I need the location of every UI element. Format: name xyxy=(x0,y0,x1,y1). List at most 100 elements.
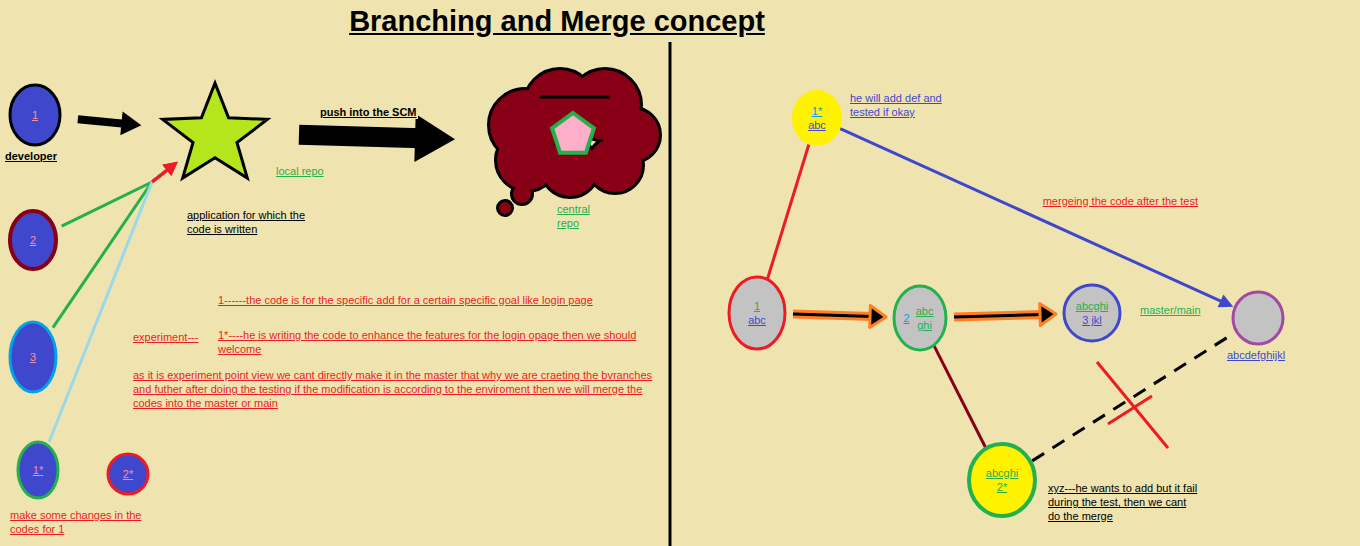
cloud-line xyxy=(540,96,610,99)
node-outline xyxy=(792,90,842,146)
connector-line xyxy=(934,345,986,448)
node-caption: developer xyxy=(5,149,75,163)
cloud-fill xyxy=(497,130,557,190)
diagram-title: Branching and Merge concept xyxy=(349,4,765,38)
node-label: 2* xyxy=(997,480,1007,494)
node-label: abcghi xyxy=(1076,299,1108,313)
node-label: 2* xyxy=(123,467,133,481)
developer-circle: 2 xyxy=(10,211,56,269)
node-body xyxy=(485,70,660,215)
merged-commit: abcdefghijkl xyxy=(1233,292,1283,344)
connector-line xyxy=(954,314,1042,317)
star-shape xyxy=(163,83,268,178)
node-body: 1* xyxy=(18,442,58,498)
repo-pentagon xyxy=(552,113,594,153)
master-commit: 1abc xyxy=(729,277,785,349)
connector-line xyxy=(1032,334,1233,461)
node-body xyxy=(160,80,270,185)
connector-core xyxy=(793,314,872,316)
connector-line xyxy=(152,169,169,182)
circle-shape xyxy=(18,442,58,498)
note-text: 1*----he is writing the code to enhance … xyxy=(218,328,643,356)
node-body: 1abc xyxy=(729,277,785,349)
node-outline xyxy=(729,277,785,349)
node-body: 1 xyxy=(10,85,60,145)
cloud-outline xyxy=(497,130,557,190)
connector xyxy=(934,345,986,448)
connector xyxy=(53,162,178,328)
connector-core xyxy=(954,314,1042,317)
node-label: 2 xyxy=(30,233,36,247)
connector xyxy=(62,162,178,226)
node-caption: abcdefghijkl xyxy=(1227,348,1307,362)
node-caption: central repo xyxy=(557,202,612,230)
note-text: experiment--- xyxy=(133,330,213,344)
node-outline xyxy=(485,70,660,215)
connector-line xyxy=(767,144,809,279)
node-label: 2 xyxy=(903,311,909,325)
connector xyxy=(793,305,886,327)
connector xyxy=(840,129,1233,308)
node-label: 3 jkl xyxy=(1082,313,1102,327)
note-text: master/main xyxy=(1140,303,1220,317)
cloud-outline xyxy=(499,202,511,214)
node-outline xyxy=(894,286,946,350)
master-commit: 2abc ghi xyxy=(894,286,946,350)
node-outline xyxy=(160,80,270,185)
local-repo-star: local repoapplication for which the code… xyxy=(160,80,270,185)
arrowhead xyxy=(1218,295,1234,308)
node-label: abcghi xyxy=(986,466,1018,480)
connector-line xyxy=(53,169,169,328)
node-body: 2* xyxy=(108,454,148,494)
note-text: xyz---he wants to add but it fail during… xyxy=(1048,481,1198,523)
node-body: 3 xyxy=(10,322,56,392)
arrowhead xyxy=(870,305,886,327)
circle-shape xyxy=(10,322,56,392)
node-label: abc xyxy=(748,313,766,327)
cloud-fill xyxy=(513,185,531,203)
connector xyxy=(954,304,1056,326)
node-body: 1*abc xyxy=(792,90,842,146)
cross-mark xyxy=(1097,362,1168,448)
circle-shape xyxy=(729,277,785,349)
node-label: 1* xyxy=(812,104,822,118)
node-body: abcghi2* xyxy=(969,444,1035,516)
cloud-fill xyxy=(499,202,511,214)
connector-line xyxy=(152,169,169,182)
circle-shape xyxy=(10,211,56,269)
arrowhead xyxy=(120,111,141,135)
connector-label: mergeing the code after the test xyxy=(1042,194,1199,208)
arrowhead xyxy=(414,114,455,162)
node-body: 2 xyxy=(10,211,56,269)
connector xyxy=(78,111,142,135)
circle-shape xyxy=(10,85,60,145)
arrowhead xyxy=(1040,304,1056,326)
node-label: 1 xyxy=(32,108,38,122)
developer-circle: 1* xyxy=(18,442,58,498)
circle-shape xyxy=(792,90,842,146)
circle-shape xyxy=(1064,285,1120,341)
connector-line xyxy=(152,169,169,182)
node-body xyxy=(1233,292,1283,344)
developer-circle: 2* xyxy=(108,454,148,494)
connector xyxy=(767,144,809,279)
circle-shape xyxy=(1233,292,1283,344)
node-label: 3 xyxy=(30,350,36,364)
connector-line xyxy=(840,129,1222,302)
note-text: he will add def and tested if okay xyxy=(850,91,965,119)
connector-line xyxy=(78,119,125,124)
connector-line xyxy=(793,314,872,316)
node-label: 1 xyxy=(754,299,760,313)
arrowhead xyxy=(163,162,178,176)
connector xyxy=(1032,334,1233,461)
node-caption: application for which the code is writte… xyxy=(187,208,309,236)
branch-commit: abcghi2* xyxy=(969,444,1035,516)
note-text: 1------the code is for the specific add … xyxy=(218,293,666,307)
branch-commit: 1*abc xyxy=(792,90,842,146)
connector xyxy=(299,114,455,162)
master-commit: abcghi3 jkl xyxy=(1064,285,1120,341)
cloud-outline xyxy=(513,185,531,203)
node-outline xyxy=(1064,285,1120,341)
